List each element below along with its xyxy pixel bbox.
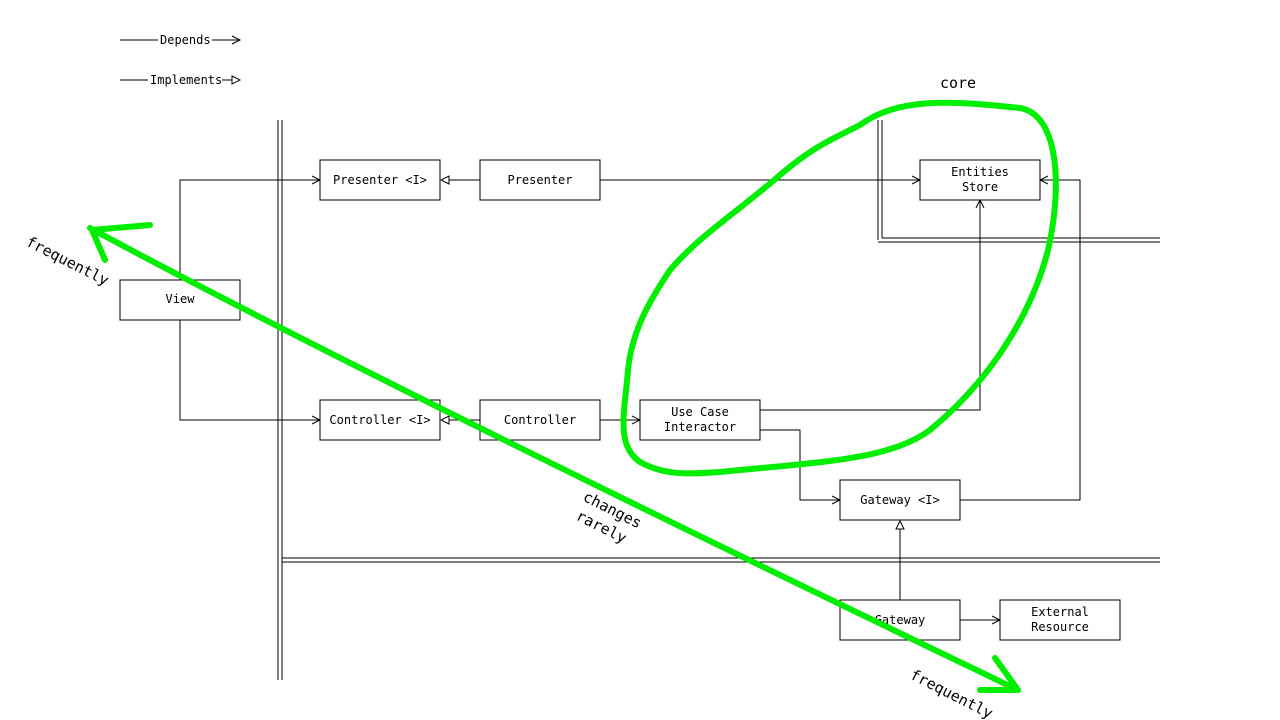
edge-view-to-controller-interface bbox=[179, 320, 320, 420]
node-entities-store-line2: Store bbox=[962, 180, 998, 194]
edge-view-to-presenter-interface bbox=[179, 180, 320, 280]
legend-depends-label: Depends bbox=[160, 33, 211, 47]
node-view: View bbox=[119, 279, 241, 321]
node-controller-label: Controller bbox=[504, 413, 576, 427]
node-use-case-line1: Use Case bbox=[671, 405, 729, 419]
node-gateway-interface: Gateway <I> bbox=[839, 479, 961, 521]
node-entities-store-line1: Entities bbox=[951, 165, 1009, 179]
legend: Depends Implements bbox=[120, 33, 240, 87]
node-use-case-line2: Interactor bbox=[664, 420, 736, 434]
node-gateway-interface-label: Gateway <I> bbox=[860, 493, 939, 507]
connectors bbox=[179, 180, 1081, 620]
node-entities-store: Entities Store bbox=[919, 159, 1041, 201]
core-label: core bbox=[940, 74, 976, 92]
node-presenter-interface-label: Presenter <I> bbox=[333, 173, 427, 187]
node-external-resource-line1: External bbox=[1031, 605, 1089, 619]
node-controller: Controller bbox=[479, 399, 601, 441]
node-presenter: Presenter bbox=[479, 159, 601, 201]
change-arrow-stroke bbox=[87, 225, 1021, 693]
node-external-resource: External Resource bbox=[999, 599, 1121, 641]
legend-implements-label: Implements bbox=[150, 73, 222, 87]
boundaries bbox=[277, 120, 1160, 680]
core-loop-stroke bbox=[620, 99, 1059, 477]
node-controller-interface-label: Controller <I> bbox=[329, 413, 430, 427]
arrowhead-bottom-right bbox=[977, 655, 1021, 693]
node-use-case-interactor: Use Case Interactor bbox=[639, 399, 761, 441]
node-gateway-label: Gateway bbox=[875, 613, 926, 627]
arrowhead-top-left bbox=[89, 222, 153, 263]
edge-gateway-interface-to-entities bbox=[960, 180, 1081, 501]
node-presenter-interface: Presenter <I> bbox=[319, 159, 441, 201]
node-view-label: View bbox=[166, 292, 196, 306]
node-presenter-label: Presenter bbox=[507, 173, 572, 187]
node-controller-interface: Controller <I> bbox=[319, 399, 441, 441]
node-external-resource-line2: Resource bbox=[1031, 620, 1089, 634]
edge-usecase-to-entities bbox=[760, 200, 980, 411]
annotation-strokes bbox=[87, 99, 1059, 693]
